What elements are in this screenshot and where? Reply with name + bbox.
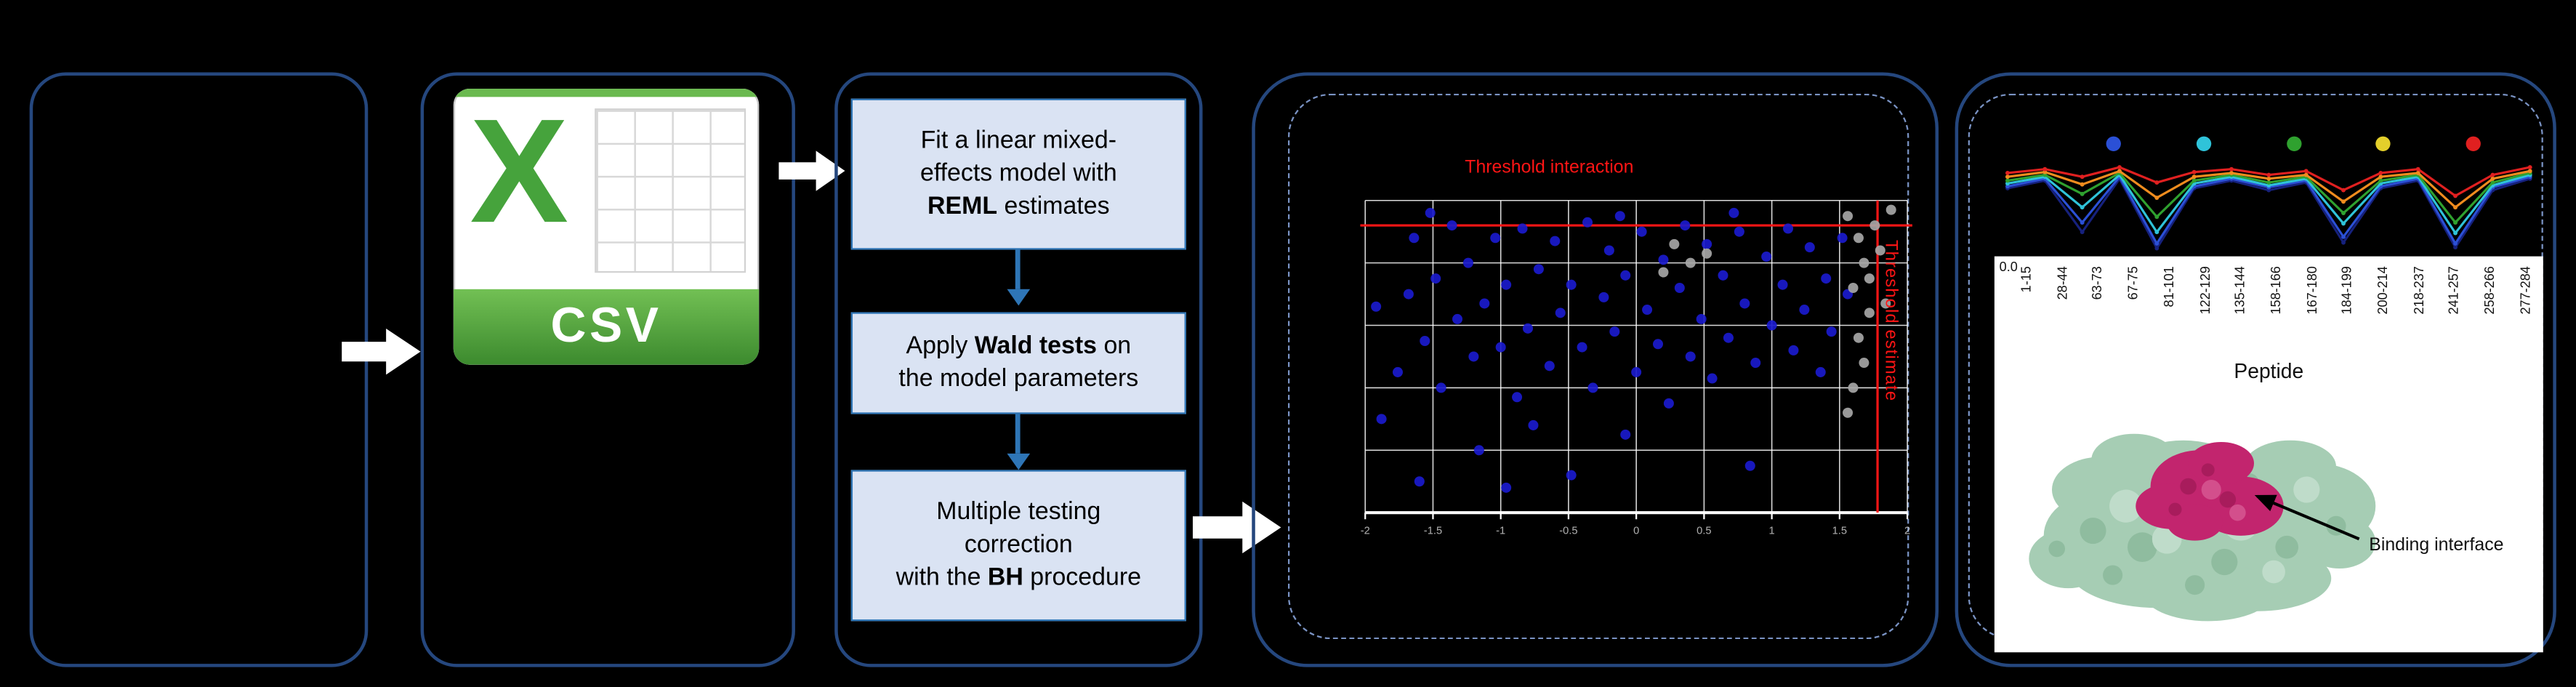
y-tick-label: 0.0 — [1999, 260, 2018, 275]
panel-csv-export — [420, 72, 795, 667]
panel-input — [29, 72, 369, 667]
arrow-right-icon — [1192, 498, 1285, 557]
peptide-axis-label: Peptide — [2234, 359, 2304, 383]
protein-structure-image — [2029, 433, 2376, 622]
threshold-scatter-plot: -2 -1.5 -1 -0.5 0 0.5 1 1.5 2 — [1360, 199, 1912, 537]
panel-visualization — [1955, 72, 2556, 667]
arrow-right-icon — [778, 148, 848, 193]
legend-dot-icon — [2466, 135, 2481, 150]
svg-text:0: 0 — [1633, 526, 1639, 537]
peptide-tick-label: 184-199 — [2340, 266, 2355, 315]
peptide-tick-label: 158-166 — [2269, 266, 2284, 315]
arrow-down-icon — [1015, 414, 1021, 454]
peptide-tick-label: 67-75 — [2125, 266, 2141, 300]
peptide-tick-label: 200-214 — [2375, 266, 2391, 315]
annotation-arrow-icon — [2254, 494, 2360, 541]
peptide-axis-ticks: 1-15 28-44 63-73 67-75 81-101 122-129 135-144 1… — [2018, 266, 2533, 355]
svg-text:1: 1 — [1769, 526, 1775, 537]
peptide-line-chart — [2005, 165, 2532, 251]
peptide-tick-label: 167-180 — [2304, 266, 2319, 315]
binding-interface-label: Binding interface — [2369, 535, 2504, 555]
csv-file-icon: X CSV — [453, 89, 760, 365]
scatter-title: Threshold interaction — [1465, 157, 1634, 178]
legend-dot-icon — [2286, 135, 2301, 150]
legend-dot-icon — [2106, 135, 2121, 150]
csv-topbar — [453, 89, 760, 97]
excel-x-icon: X — [470, 90, 569, 255]
svg-text:-1.5: -1.5 — [1424, 526, 1442, 537]
legend-dot-icon — [2196, 135, 2211, 150]
arrow-down-icon — [1015, 249, 1021, 289]
svg-text:-1: -1 — [1496, 526, 1505, 537]
peptide-tick-label: 277-284 — [2518, 266, 2533, 315]
arrow-right-icon — [342, 326, 424, 378]
peptide-tick-label: 1-15 — [2018, 266, 2034, 293]
svg-text:2: 2 — [1904, 526, 1910, 537]
legend-dot-icon — [2375, 135, 2391, 150]
csv-banner: CSV — [453, 289, 760, 365]
peptide-tick-label: 28-44 — [2054, 266, 2070, 300]
svg-text:-0.5: -0.5 — [1559, 526, 1577, 537]
panel-statistics — [834, 72, 1203, 667]
svg-text:0.5: 0.5 — [1696, 526, 1711, 537]
svg-text:1.5: 1.5 — [1832, 526, 1847, 537]
peptide-tick-label: 81-101 — [2161, 266, 2177, 308]
peptide-tick-label: 218-237 — [2411, 266, 2426, 315]
scatter-dashed-frame — [1287, 93, 1909, 640]
peptide-tick-label: 135-144 — [2233, 266, 2248, 315]
svg-text:-2: -2 — [1361, 526, 1370, 537]
binding-interface-magenta — [2136, 441, 2284, 541]
peptide-tick-label: 258-266 — [2482, 266, 2497, 315]
peptide-tick-label: 122-129 — [2197, 266, 2213, 315]
timepoint-legend-dots — [2106, 134, 2481, 151]
peptide-tick-label: 241-257 — [2447, 266, 2462, 315]
threshold-estimate-label: Threshold estimate — [1880, 239, 1901, 402]
panel-scatter-results — [1252, 72, 1939, 667]
spreadsheet-grid-icon — [595, 108, 746, 273]
peptide-tick-label: 63-73 — [2090, 266, 2106, 300]
